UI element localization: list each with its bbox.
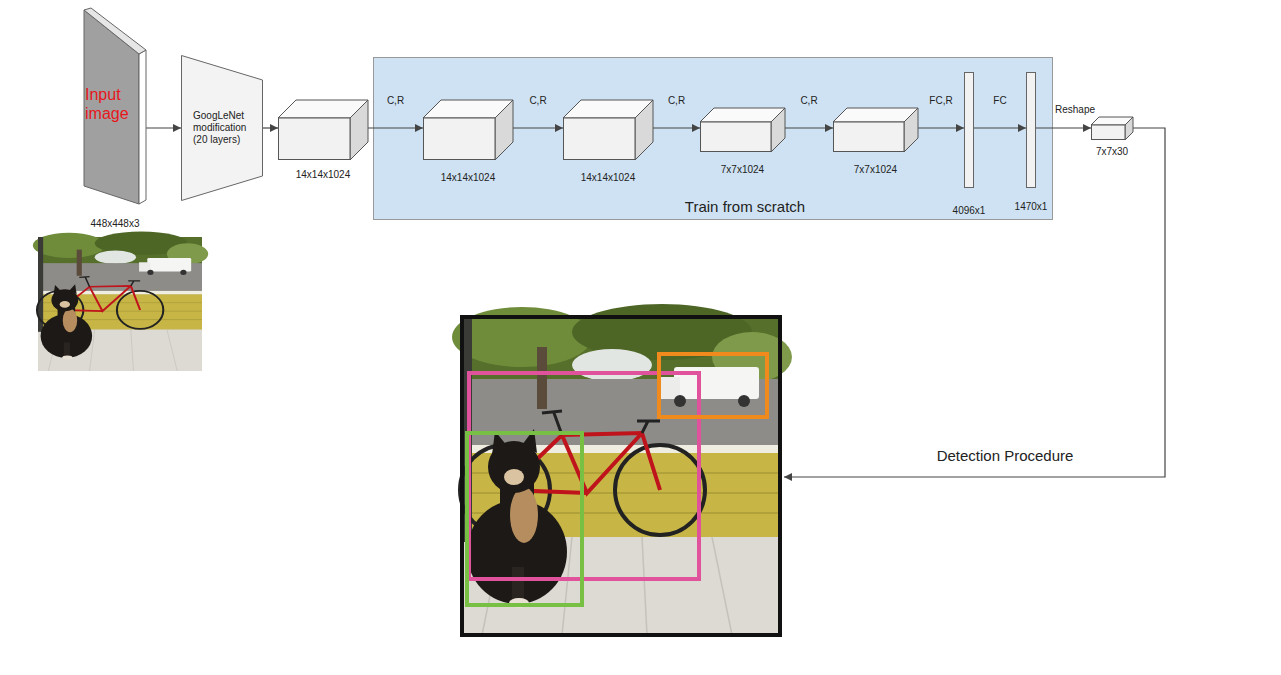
cube-outline [833,108,918,152]
feature-map-cube: 14x14x1024 [278,100,368,160]
operation-label: C,R [668,95,685,107]
slab-top [84,8,146,54]
procedure-label: Detection Procedure [937,447,1074,465]
input-title: Input image [85,85,135,123]
trapezoid-outline [182,56,263,201]
input-image-slab: Input image448x448x3 [84,8,146,206]
output-tensor-cube: 7x7x30 [1091,117,1133,140]
dimension-label: 7x7x1024 [721,164,764,176]
flow-arrow [918,127,964,128]
fc-vector-bar: 1470x1 [1026,72,1036,188]
photo-frame [462,317,780,635]
fc-vector-bar: 4096x1 [964,72,974,188]
flow-arrow [1036,127,1091,128]
flow-arrow [513,127,563,128]
flow-arrow [146,127,181,128]
dimension-label: 7x7x1024 [854,164,897,176]
dog-box [467,433,582,605]
dimension-label: 14x14x1024 [581,172,636,184]
feature-map-cube: 14x14x1024 [563,100,653,160]
cube-front [424,118,496,160]
bar-outline [1027,73,1036,188]
photo-scene [33,232,208,371]
dimension-label: 448x448x3 [91,218,140,230]
cube-outline [1091,117,1133,140]
cube-front [279,118,351,160]
training-panel: 14x14x1024 14x14x1024 7x7x1024 7x7x1024 4096… [373,57,1053,220]
cube-outline [563,100,653,160]
cube-top [700,108,785,122]
feature-map-cube: 14x14x1024 [423,100,513,160]
bar-outline [964,72,974,188]
bar-outline [965,73,974,188]
feature-map-cube: 7x7x1024 [833,108,918,152]
flow-arrow [653,127,700,128]
cube-outline [278,100,368,160]
operation-label: C,R [800,95,817,107]
dimension-label: 14x14x1024 [441,172,496,184]
backbone-trapezoid: GoogLeNet modification (20 layers) [181,55,263,201]
feature-map-cube: 7x7x1024 [700,108,785,152]
dimension-label: 4096x1 [953,205,986,217]
operation-label: FC,R [929,95,952,107]
slab-side [139,50,146,204]
cube-top [833,108,918,122]
bar-outline [1026,72,1036,188]
cube-side [904,108,918,152]
operation-label: C,R [387,95,404,107]
panel-title: Train from scratch [685,198,805,216]
cube-side [350,100,368,160]
operation-label: C,R [529,95,546,107]
car-box [659,354,767,417]
cube-outline [700,108,785,152]
flow-arrow [263,127,278,128]
flow-arrow [368,127,423,128]
cube-side [771,108,785,152]
dimension-label: 1470x1 [1015,201,1048,213]
operation-label: Reshape [1055,104,1095,116]
cube-side [1125,117,1133,140]
dimension-label: 14x14x1024 [296,169,351,181]
dimension-label: 7x7x30 [1096,146,1128,158]
flow-arrow [974,127,1026,128]
cube-front [564,118,636,160]
backbone-label: GoogLeNet modification (20 layers) [193,110,257,146]
cube-front [1092,125,1126,140]
flow-arrow [785,127,833,128]
cube-front [701,122,772,152]
cube-front [834,122,905,152]
photo-scene [452,304,792,635]
input-photo [33,232,208,371]
operation-label: FC [993,95,1006,107]
cube-side [495,100,513,160]
cube-outline [423,100,513,160]
detection-result-photo [452,304,792,635]
panel-background [374,58,1053,220]
cube-side [635,100,653,160]
